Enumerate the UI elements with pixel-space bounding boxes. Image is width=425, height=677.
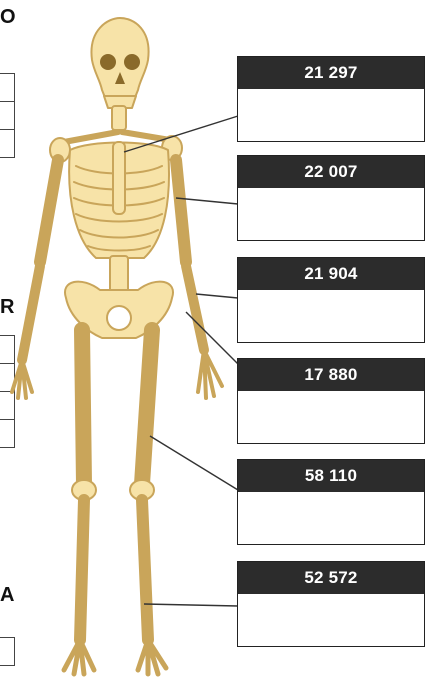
left-eye-socket (100, 54, 116, 70)
left-hand (12, 360, 32, 398)
right-clavicle (122, 132, 170, 140)
pelvic-opening (107, 306, 131, 330)
right-tibia (142, 500, 148, 640)
answer-field[interactable] (238, 492, 424, 544)
leader-line-5 (150, 436, 238, 490)
right-humerus (176, 160, 186, 262)
right-forearm (186, 266, 204, 350)
sternum (113, 142, 125, 214)
answer-box-5: 58 110 (237, 459, 425, 545)
leader-line-3 (196, 294, 238, 298)
left-clavicle (64, 132, 118, 142)
answer-field[interactable] (238, 290, 424, 342)
right-foot (138, 640, 166, 674)
left-forearm (22, 266, 40, 360)
answer-box-6: 52 572 (237, 561, 425, 647)
leader-line-6 (144, 604, 238, 606)
right-hand (198, 350, 222, 398)
answer-field[interactable] (238, 188, 424, 240)
skull (91, 18, 148, 100)
box-code: 22 007 (238, 156, 424, 188)
lumbar-spine (110, 256, 128, 292)
cervical-spine (112, 106, 126, 130)
box-code: 52 572 (238, 562, 424, 594)
right-eye-socket (124, 54, 140, 70)
answer-box-4: 17 880 (237, 358, 425, 444)
answer-field[interactable] (238, 89, 424, 141)
answer-field[interactable] (238, 391, 424, 443)
left-femur (82, 330, 84, 484)
left-humerus (40, 160, 58, 262)
box-code: 21 297 (238, 57, 424, 89)
answer-box-3: 21 904 (237, 257, 425, 343)
answer-field[interactable] (238, 594, 424, 646)
right-femur (142, 330, 152, 484)
answer-box-2: 22 007 (237, 155, 425, 241)
box-code: 21 904 (238, 258, 424, 290)
left-foot (64, 640, 94, 674)
box-code: 58 110 (238, 460, 424, 492)
leader-line-4 (186, 312, 238, 364)
box-code: 17 880 (238, 359, 424, 391)
left-tibia (80, 500, 84, 640)
answer-box-1: 21 297 (237, 56, 425, 142)
